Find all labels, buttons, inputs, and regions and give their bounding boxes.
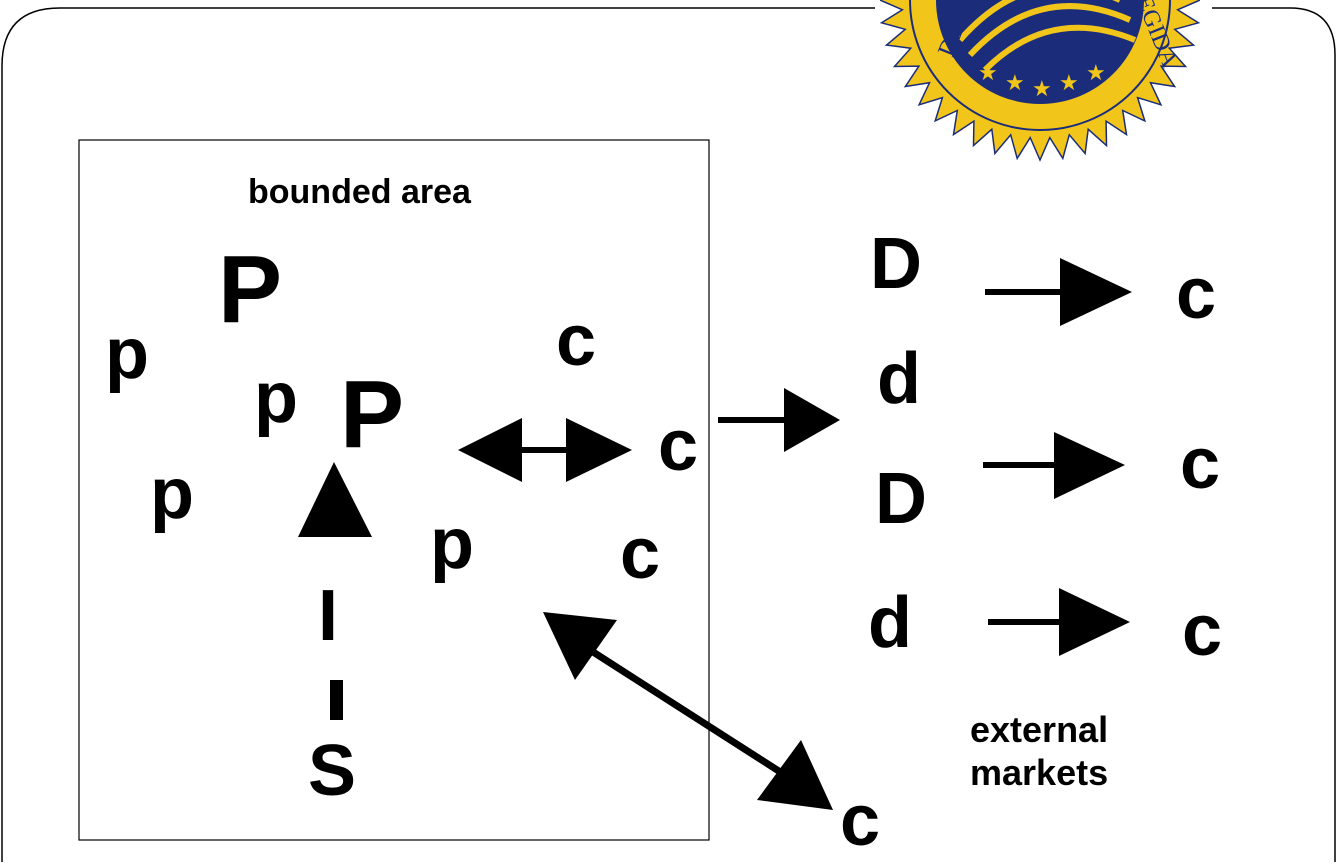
node-I-upper: I (318, 576, 339, 656)
pdo-seal-logo: ★★★ ★★ DENOMI OTEGIDA (880, 0, 1200, 162)
node-D-lower: D (875, 459, 927, 539)
node-I-lower-bar (330, 680, 343, 720)
arrow-d-to-c-3 (988, 588, 1130, 656)
svg-text:★: ★ (1059, 71, 1079, 96)
bounded-area-box (78, 139, 710, 841)
svg-text:★: ★ (978, 61, 998, 86)
external-markets-line-1: external (970, 709, 1109, 750)
node-c-lower: c (620, 514, 661, 594)
node-c-top: c (556, 301, 597, 381)
node-c-external-1: c (1176, 254, 1217, 334)
rounded-border (1, 7, 1336, 862)
external-markets-line-2: markets (970, 752, 1109, 794)
node-p-lower-left: p (150, 454, 194, 534)
arrow-c-to-D (718, 388, 840, 452)
node-D-upper: D (870, 224, 922, 304)
node-S: S (308, 731, 357, 811)
node-c-edge: c (658, 406, 699, 486)
double-arrow-horizontal (458, 418, 632, 482)
node-P-large-top: P (218, 236, 283, 343)
external-markets-label: external markets (970, 708, 1108, 794)
arrow-D-to-c-1 (985, 258, 1132, 326)
arrow-D-to-c-2 (983, 432, 1125, 499)
bounded-area-label: bounded area (248, 173, 471, 211)
node-c-external-2: c (1180, 424, 1221, 504)
node-c-external-3: c (1182, 591, 1223, 671)
arrow-up-to-P (298, 462, 372, 537)
double-arrow-diagonal (543, 612, 833, 810)
seal-field-lines (957, 0, 1137, 73)
node-d-upper: d (877, 339, 921, 419)
node-d-lower: d (868, 583, 912, 663)
seal-stars: ★ ★ ★ ★ ★ (978, 61, 1106, 102)
node-p-lower-center: p (430, 504, 474, 584)
node-c-outside: c (840, 781, 881, 861)
svg-text:★: ★ (1086, 61, 1106, 86)
node-p-left: p (105, 314, 149, 394)
node-p-middle: p (254, 358, 298, 438)
svg-text:★: ★ (1032, 77, 1052, 102)
svg-text:★: ★ (1005, 71, 1025, 96)
node-P-large-center: P (340, 361, 405, 468)
